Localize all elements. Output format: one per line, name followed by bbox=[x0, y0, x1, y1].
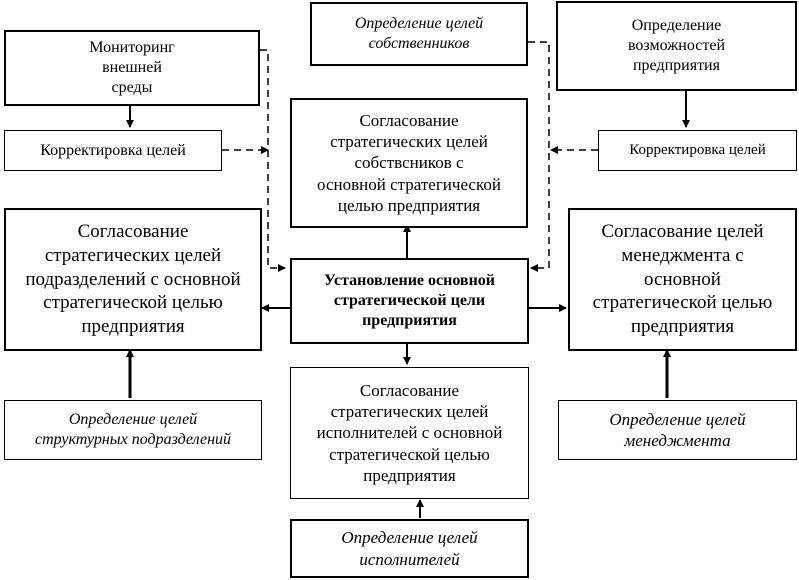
owners-goals-box: Определение целей собственников bbox=[310, 2, 528, 66]
monitoring-box: Мониторинг внешней среды bbox=[4, 30, 260, 106]
divisions-agreement-box: Согласование стратегических целей подраз… bbox=[4, 208, 262, 351]
owners-agreement-box: Согласование стратегических целей собств… bbox=[290, 98, 528, 228]
executors-agreement-box: Согласование стратегических целей исполн… bbox=[290, 367, 529, 499]
enterprise-capabilities-box: Определение возможностей предприятия bbox=[556, 1, 797, 91]
correction-right-box: Корректировка целей bbox=[598, 130, 797, 171]
correction-left-box: Корректировка целей bbox=[4, 130, 222, 171]
management-agreement-box: Согласование целей менеджмента с основно… bbox=[568, 208, 797, 351]
divisions-goals-box: Определение целей структурных подразделе… bbox=[4, 400, 262, 460]
main-goal-box: Установление основной стратегической цел… bbox=[290, 258, 529, 344]
management-goals-box: Определение целей менеджмента bbox=[558, 400, 797, 460]
executors-goals-box: Определение целей исполнителей bbox=[290, 519, 529, 578]
dashed-link-monitoring-to-main bbox=[260, 49, 286, 272]
dashed-link-owners-to-main bbox=[528, 41, 550, 272]
